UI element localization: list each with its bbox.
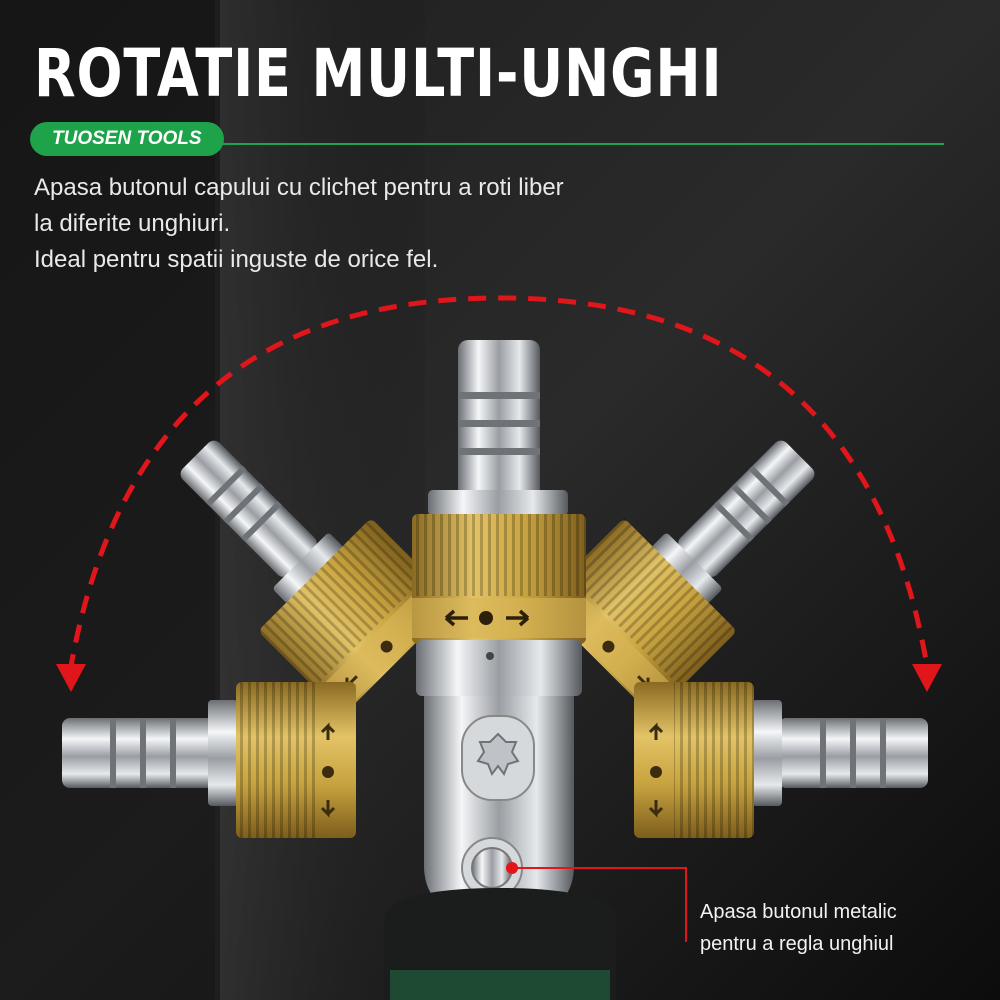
bit-center [412, 340, 586, 644]
description-line-3: Ideal pentru spatii inguste de orice fel… [34, 246, 439, 273]
description: Apasa butonul capului cu clichet pentru … [34, 170, 734, 278]
red-dashed-arc-arrow-icon [67, 295, 931, 673]
arrowhead-left-icon [56, 664, 86, 692]
brand-row: TUOSEN TOOLS [30, 122, 944, 158]
direction-arrow-icon [444, 609, 468, 627]
bit-left [62, 682, 356, 838]
button-callout: Apasa butonul metalic pentru a regla ung… [700, 896, 980, 960]
ratchet-head [416, 640, 582, 922]
description-line-1: Apasa butonul capului cu clichet pentru … [34, 174, 564, 201]
brand-divider [200, 143, 944, 145]
page-title: ROTATIE MULTI-UNGHI [34, 35, 723, 112]
description-line-2: la diferite unghiuri. [34, 210, 231, 237]
brand-badge: TUOSEN TOOLS [30, 122, 224, 156]
callout-line-1: Apasa butonul metalic [700, 901, 897, 923]
bit-right [634, 682, 928, 838]
callout-leader [512, 867, 687, 942]
arrowhead-right-icon [912, 664, 942, 692]
callout-line-2: pentru a regla unghiul [700, 933, 894, 955]
